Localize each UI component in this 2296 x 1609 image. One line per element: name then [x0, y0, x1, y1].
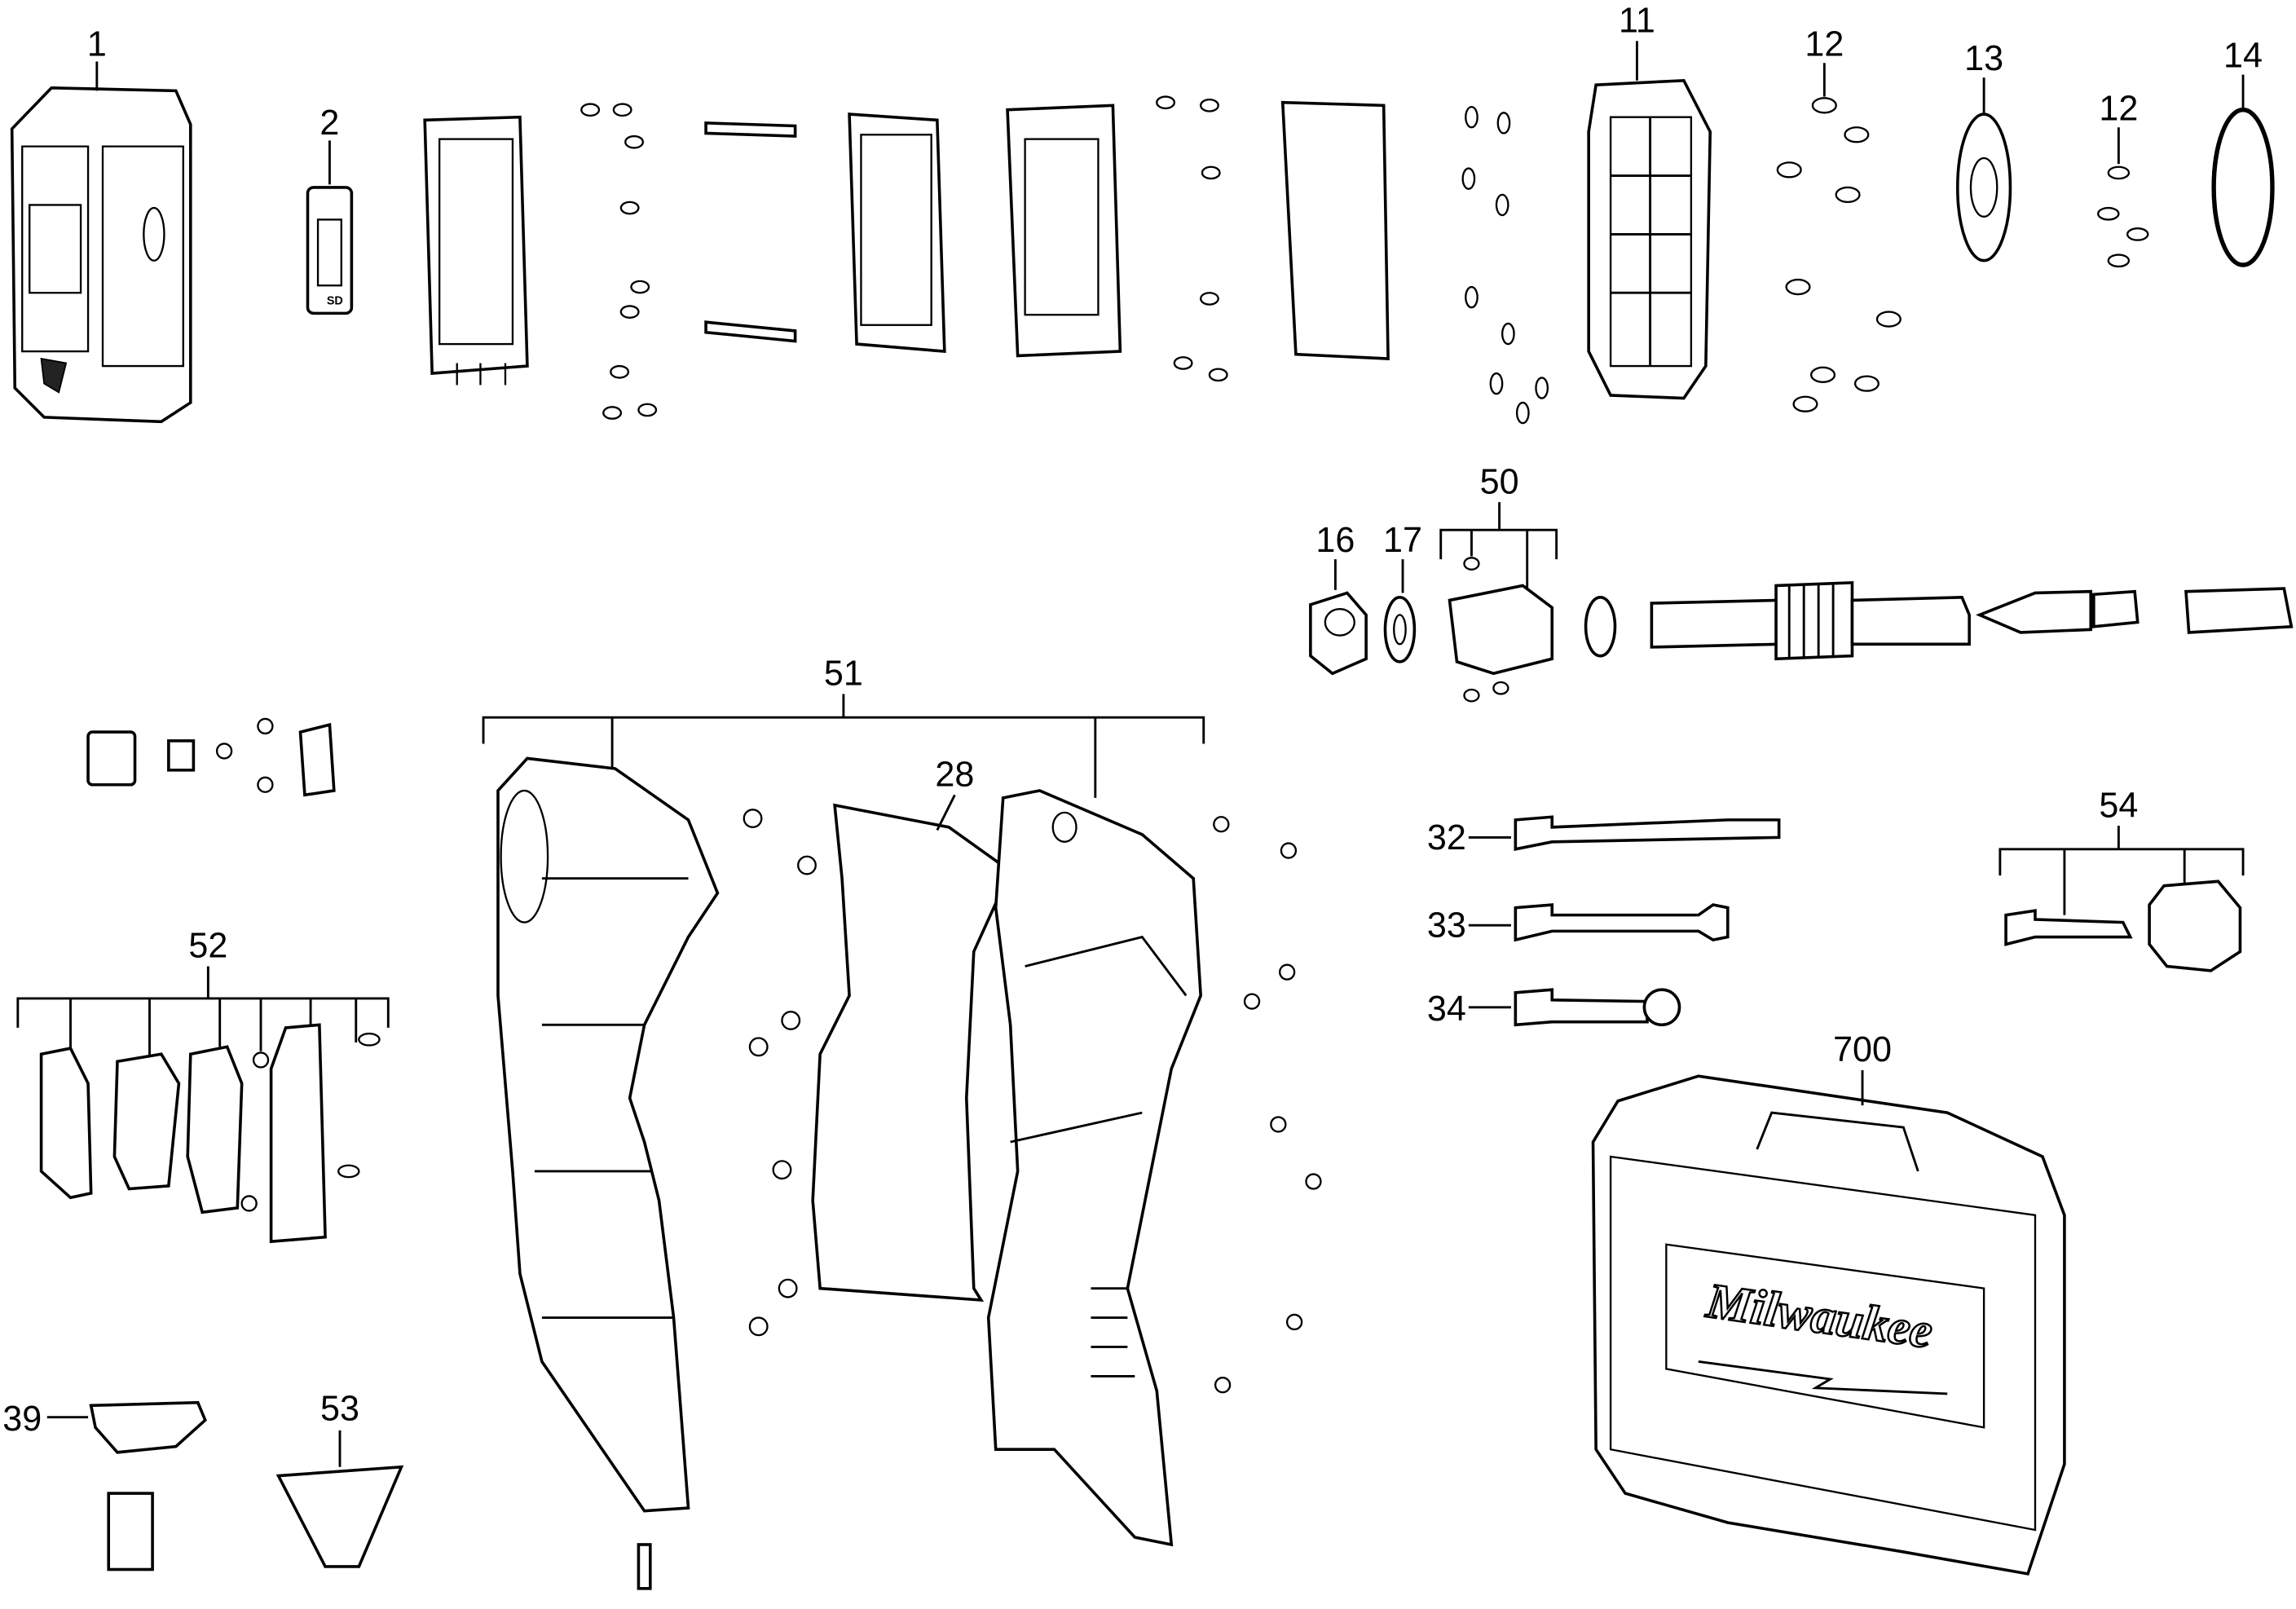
part-34-bar: [1514, 988, 1681, 1027]
circuit-board: [1006, 104, 1122, 358]
callout-11: 11: [1619, 2, 1655, 41]
callout-16: 16: [1315, 521, 1355, 560]
part-16-nut: [1309, 591, 1368, 676]
part-32-bar: [1514, 815, 1781, 851]
callout-34: 34: [1427, 990, 1466, 1029]
cable-assembly: [1584, 581, 2294, 661]
screws-12: [1776, 97, 1902, 412]
part-1-housing: [10, 86, 192, 424]
callout-13: 13: [1964, 39, 2003, 78]
screws-group-a: [580, 103, 658, 420]
part-50-camera-head: [1439, 528, 1558, 703]
lcd-screen: [848, 112, 946, 354]
callout-50: 50: [1480, 462, 1519, 501]
small-clip: [637, 1543, 652, 1590]
callout-54: 54: [2099, 786, 2138, 825]
callout-12-upper: 12: [1805, 24, 1844, 64]
part-33-bar: [1514, 903, 1730, 942]
screws-12-b: [2097, 165, 2149, 268]
callout-2: 2: [320, 104, 339, 143]
callout-53: 53: [320, 1389, 359, 1428]
callout-33: 33: [1427, 906, 1466, 946]
sd-label: SD: [327, 295, 343, 308]
part-53-cone: [275, 1465, 404, 1568]
part-11-rear-cover: [1587, 78, 1712, 400]
part-54-kit: [2004, 879, 2242, 972]
callout-17: 17: [1383, 521, 1422, 560]
callout-32: 32: [1427, 818, 1466, 857]
part-14-o-ring: [2211, 108, 2275, 267]
part-51-left-housing: [496, 756, 720, 1513]
small-parts-left: [86, 717, 336, 797]
callout-52: 52: [188, 927, 227, 966]
screws-group-b: [1156, 95, 1228, 382]
part-51-right-housing: [986, 789, 1202, 1547]
part-39-trigger: [89, 1400, 207, 1572]
part-52-switch-set: [39, 1023, 381, 1244]
callout-28: 28: [935, 756, 974, 795]
callout-1: 1: [87, 24, 107, 64]
housing-screws: [743, 809, 1322, 1394]
part-28-gasket: [811, 803, 1012, 1303]
callout-700: 700: [1833, 1030, 1892, 1069]
display-frame: [423, 115, 529, 386]
part-700-carrying-case: Milwaukee: [1591, 1074, 2066, 1576]
part-13-plate: [1955, 112, 2012, 262]
part-2-card-slot: SD: [306, 186, 354, 315]
callout-12-lower: 12: [2099, 89, 2138, 128]
small-pins: [1461, 105, 1549, 425]
part-17-washer: [1383, 596, 1417, 663]
callout-39: 39: [2, 1400, 42, 1439]
back-plate: [1280, 100, 1390, 360]
callout-51: 51: [824, 655, 863, 694]
spacer-strips: [704, 121, 797, 343]
callout-14: 14: [2223, 37, 2263, 76]
